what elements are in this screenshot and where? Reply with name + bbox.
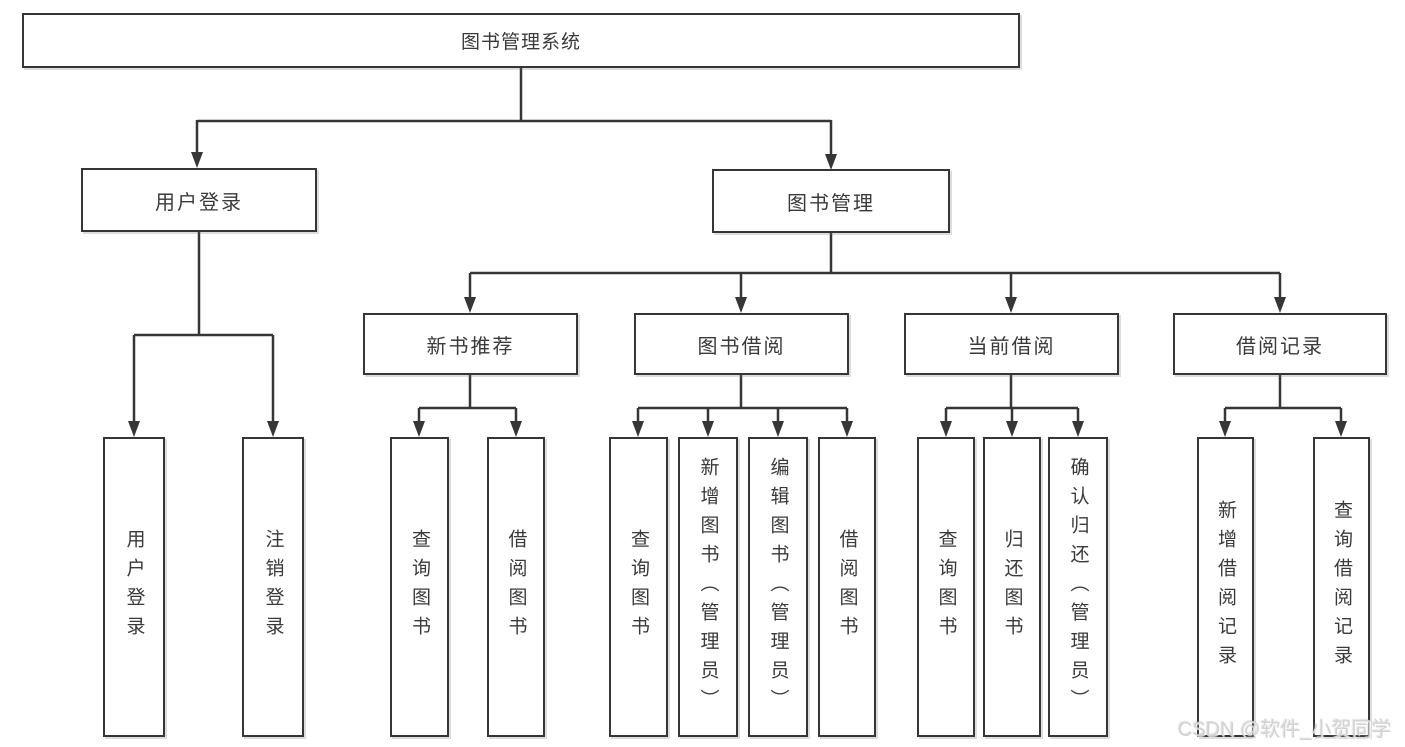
node-label: 注销登录 — [262, 529, 284, 645]
node-borrow-books-1: 借阅图书 — [487, 437, 545, 737]
node-label: 借阅图书 — [836, 529, 858, 645]
node-query-books-3: 查询图书 — [917, 437, 975, 737]
node-label: 编辑图书（管理员） — [767, 456, 789, 718]
node-label: 图书借阅 — [697, 335, 786, 358]
node-edit-book-admin: 编辑图书（管理员） — [748, 437, 808, 737]
arrowheads — [128, 152, 1347, 437]
node-borrowing-records: 借阅记录 — [1173, 313, 1387, 375]
node-query-borrow-record: 查询借阅记录 — [1313, 437, 1370, 737]
node-add-borrow-record: 新增借阅记录 — [1197, 437, 1254, 737]
node-label: 用户登录 — [155, 191, 243, 214]
node-label: 借阅图书 — [505, 529, 527, 645]
csdn-watermark: CSDN @软件_小贺同学 — [1178, 719, 1392, 741]
node-confirm-return-admin: 确认归还（管理员） — [1048, 437, 1108, 737]
node-library-system: 图书管理系统 — [22, 13, 1020, 68]
node-label: 查询图书 — [628, 529, 649, 645]
node-user-login-branch: 用户登录 — [81, 168, 317, 232]
node-label: 新增图书（管理员） — [697, 456, 719, 718]
node-user-login-leaf: 用户登录 — [103, 437, 165, 737]
node-label: 查询图书 — [935, 529, 957, 645]
node-book-borrowing: 图书借阅 — [634, 313, 849, 375]
node-label: 新书推荐 — [426, 335, 515, 358]
node-label: 借阅记录 — [1236, 335, 1324, 358]
node-label: 当前借阅 — [967, 335, 1056, 358]
node-label: 用户登录 — [123, 529, 145, 645]
node-new-book-recommend: 新书推荐 — [363, 313, 578, 375]
node-label: 图书管理 — [787, 192, 875, 215]
node-borrow-books-2: 借阅图书 — [818, 437, 876, 737]
node-label: 新增借阅记录 — [1215, 500, 1236, 674]
node-return-books: 归还图书 — [983, 437, 1041, 737]
node-label: 确认归还（管理员） — [1067, 456, 1089, 718]
node-query-books-2: 查询图书 — [609, 437, 668, 737]
node-book-management-branch: 图书管理 — [712, 169, 950, 233]
node-query-books-1: 查询图书 — [390, 437, 449, 737]
node-current-borrowing: 当前借阅 — [904, 313, 1119, 375]
node-logout: 注销登录 — [242, 437, 304, 737]
node-add-book-admin: 新增图书（管理员） — [678, 437, 738, 737]
node-label: 查询图书 — [409, 529, 430, 645]
node-label: 查询借阅记录 — [1331, 500, 1352, 674]
node-label: 图书管理系统 — [460, 32, 581, 53]
node-label: 归还图书 — [1001, 529, 1023, 645]
